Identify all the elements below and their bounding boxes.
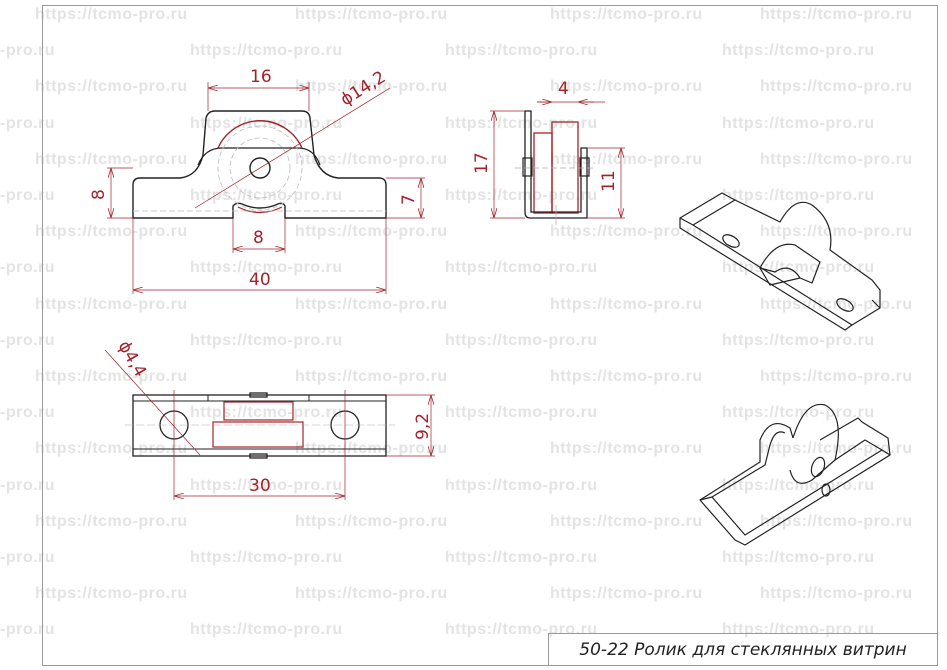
isometric-view-bottom bbox=[699, 403, 891, 546]
dim-overall-height: 17 bbox=[472, 152, 492, 174]
front-view-dimensions bbox=[107, 82, 425, 294]
dim-hole-diameter: ϕ4,4 bbox=[114, 338, 150, 381]
side-view bbox=[515, 110, 595, 225]
axle-hole bbox=[249, 157, 271, 179]
drawing-frame bbox=[42, 5, 938, 666]
dim-hole-spacing: 30 bbox=[249, 476, 271, 496]
bracket-inner-arc bbox=[197, 147, 321, 166]
side-view-dimensions bbox=[490, 102, 625, 219]
bracket-outline bbox=[132, 110, 387, 219]
top-view-dimensions bbox=[104, 349, 435, 500]
dim-flange-height: 11 bbox=[599, 170, 619, 192]
dim-width: 9,2 bbox=[413, 413, 433, 440]
dim-roller-width: 4 bbox=[558, 79, 569, 99]
dim-width-top: 16 bbox=[250, 67, 272, 87]
dim-right-height: 7 bbox=[399, 194, 419, 205]
dim-roller-diameter: ϕ14,2 bbox=[337, 67, 389, 110]
top-view bbox=[125, 392, 395, 459]
roller-arc bbox=[217, 120, 303, 149]
dim-slot-width: 8 bbox=[253, 228, 264, 248]
dim-left-height: 8 bbox=[89, 189, 109, 200]
front-view bbox=[132, 110, 387, 219]
roller-bottom-arc bbox=[237, 206, 283, 214]
title-block: 50-22 Ролик для стеклянных витрин bbox=[548, 633, 938, 666]
isometric-view-top bbox=[679, 192, 881, 331]
dim-overall-length: 40 bbox=[249, 270, 271, 290]
